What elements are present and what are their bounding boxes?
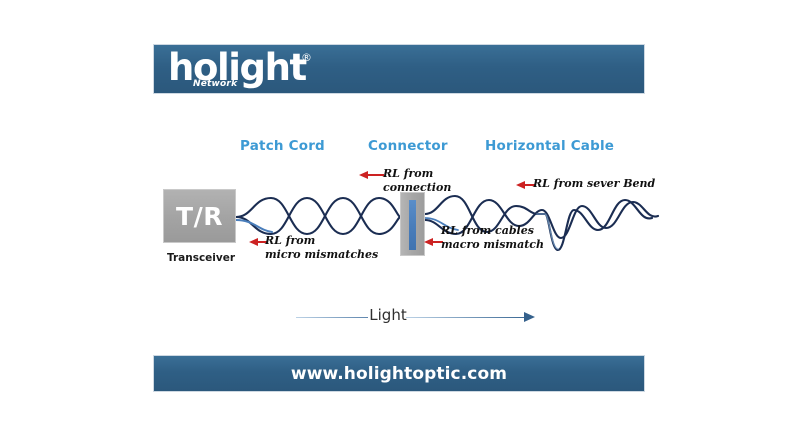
annotation-rl-connection: RL from connection	[383, 167, 451, 194]
fiber-waveform-graphic	[234, 194, 660, 252]
footer-banner: www.holightoptic.com	[153, 355, 645, 392]
transceiver-label: T/R	[176, 201, 223, 231]
annotation-line-2: micro mismatches	[265, 247, 379, 261]
transceiver-caption: Transceiver	[166, 252, 236, 264]
light-label: Light	[369, 306, 407, 324]
annotation-line-1: RL from	[383, 167, 434, 180]
annotation-rl-micro-mismatches: RL from micro mismatches	[265, 234, 378, 261]
annotation-line-2: macro mismatch	[441, 237, 544, 251]
light-line-right	[406, 316, 526, 319]
holight-logo: holight ® Network	[168, 47, 378, 93]
transceiver-box: T/R	[163, 189, 236, 243]
arrow-left-icon-micro	[249, 237, 258, 246]
website-url: www.holightoptic.com	[290, 363, 508, 384]
section-label-horizontal-cable: Horizontal Cable	[485, 138, 615, 154]
annotation-rl-sever-bend: RL from sever Bend	[533, 177, 655, 191]
arrow-right-icon-light	[524, 312, 535, 322]
annotation-rl-macro-mismatch: RL from cables macro mismatch	[441, 224, 544, 251]
logo-subtitle: Network	[193, 79, 238, 89]
light-direction-arrow: Light	[296, 306, 536, 328]
annotation-line-1: RL from cables	[441, 224, 534, 237]
connector-body	[400, 192, 425, 256]
header-banner: holight ® Network	[153, 44, 645, 94]
arrow-left-icon-macro	[424, 237, 433, 246]
arrow-left-icon-connection	[359, 170, 368, 179]
arrow-left-icon-bend	[516, 180, 525, 189]
arrow-tail-micro	[258, 241, 267, 243]
section-label-connector: Connector	[368, 138, 448, 154]
registered-trademark-icon: ®	[301, 51, 312, 64]
arrow-tail-bend	[525, 184, 535, 186]
annotation-line-2: connection	[383, 180, 452, 194]
logo-wordmark: holight	[168, 46, 307, 89]
return-loss-diagram: Patch Cord Connector Horizontal Cable T/…	[0, 110, 793, 340]
annotation-line-1: RL from	[265, 234, 316, 247]
arrow-tail-macro	[433, 241, 443, 243]
arrow-tail-connection	[368, 174, 384, 176]
section-label-patch-cord: Patch Cord	[240, 138, 325, 154]
annotation-line-1: RL from sever Bend	[533, 177, 656, 190]
light-line-left	[296, 316, 368, 319]
connector-ferrule	[409, 200, 416, 250]
